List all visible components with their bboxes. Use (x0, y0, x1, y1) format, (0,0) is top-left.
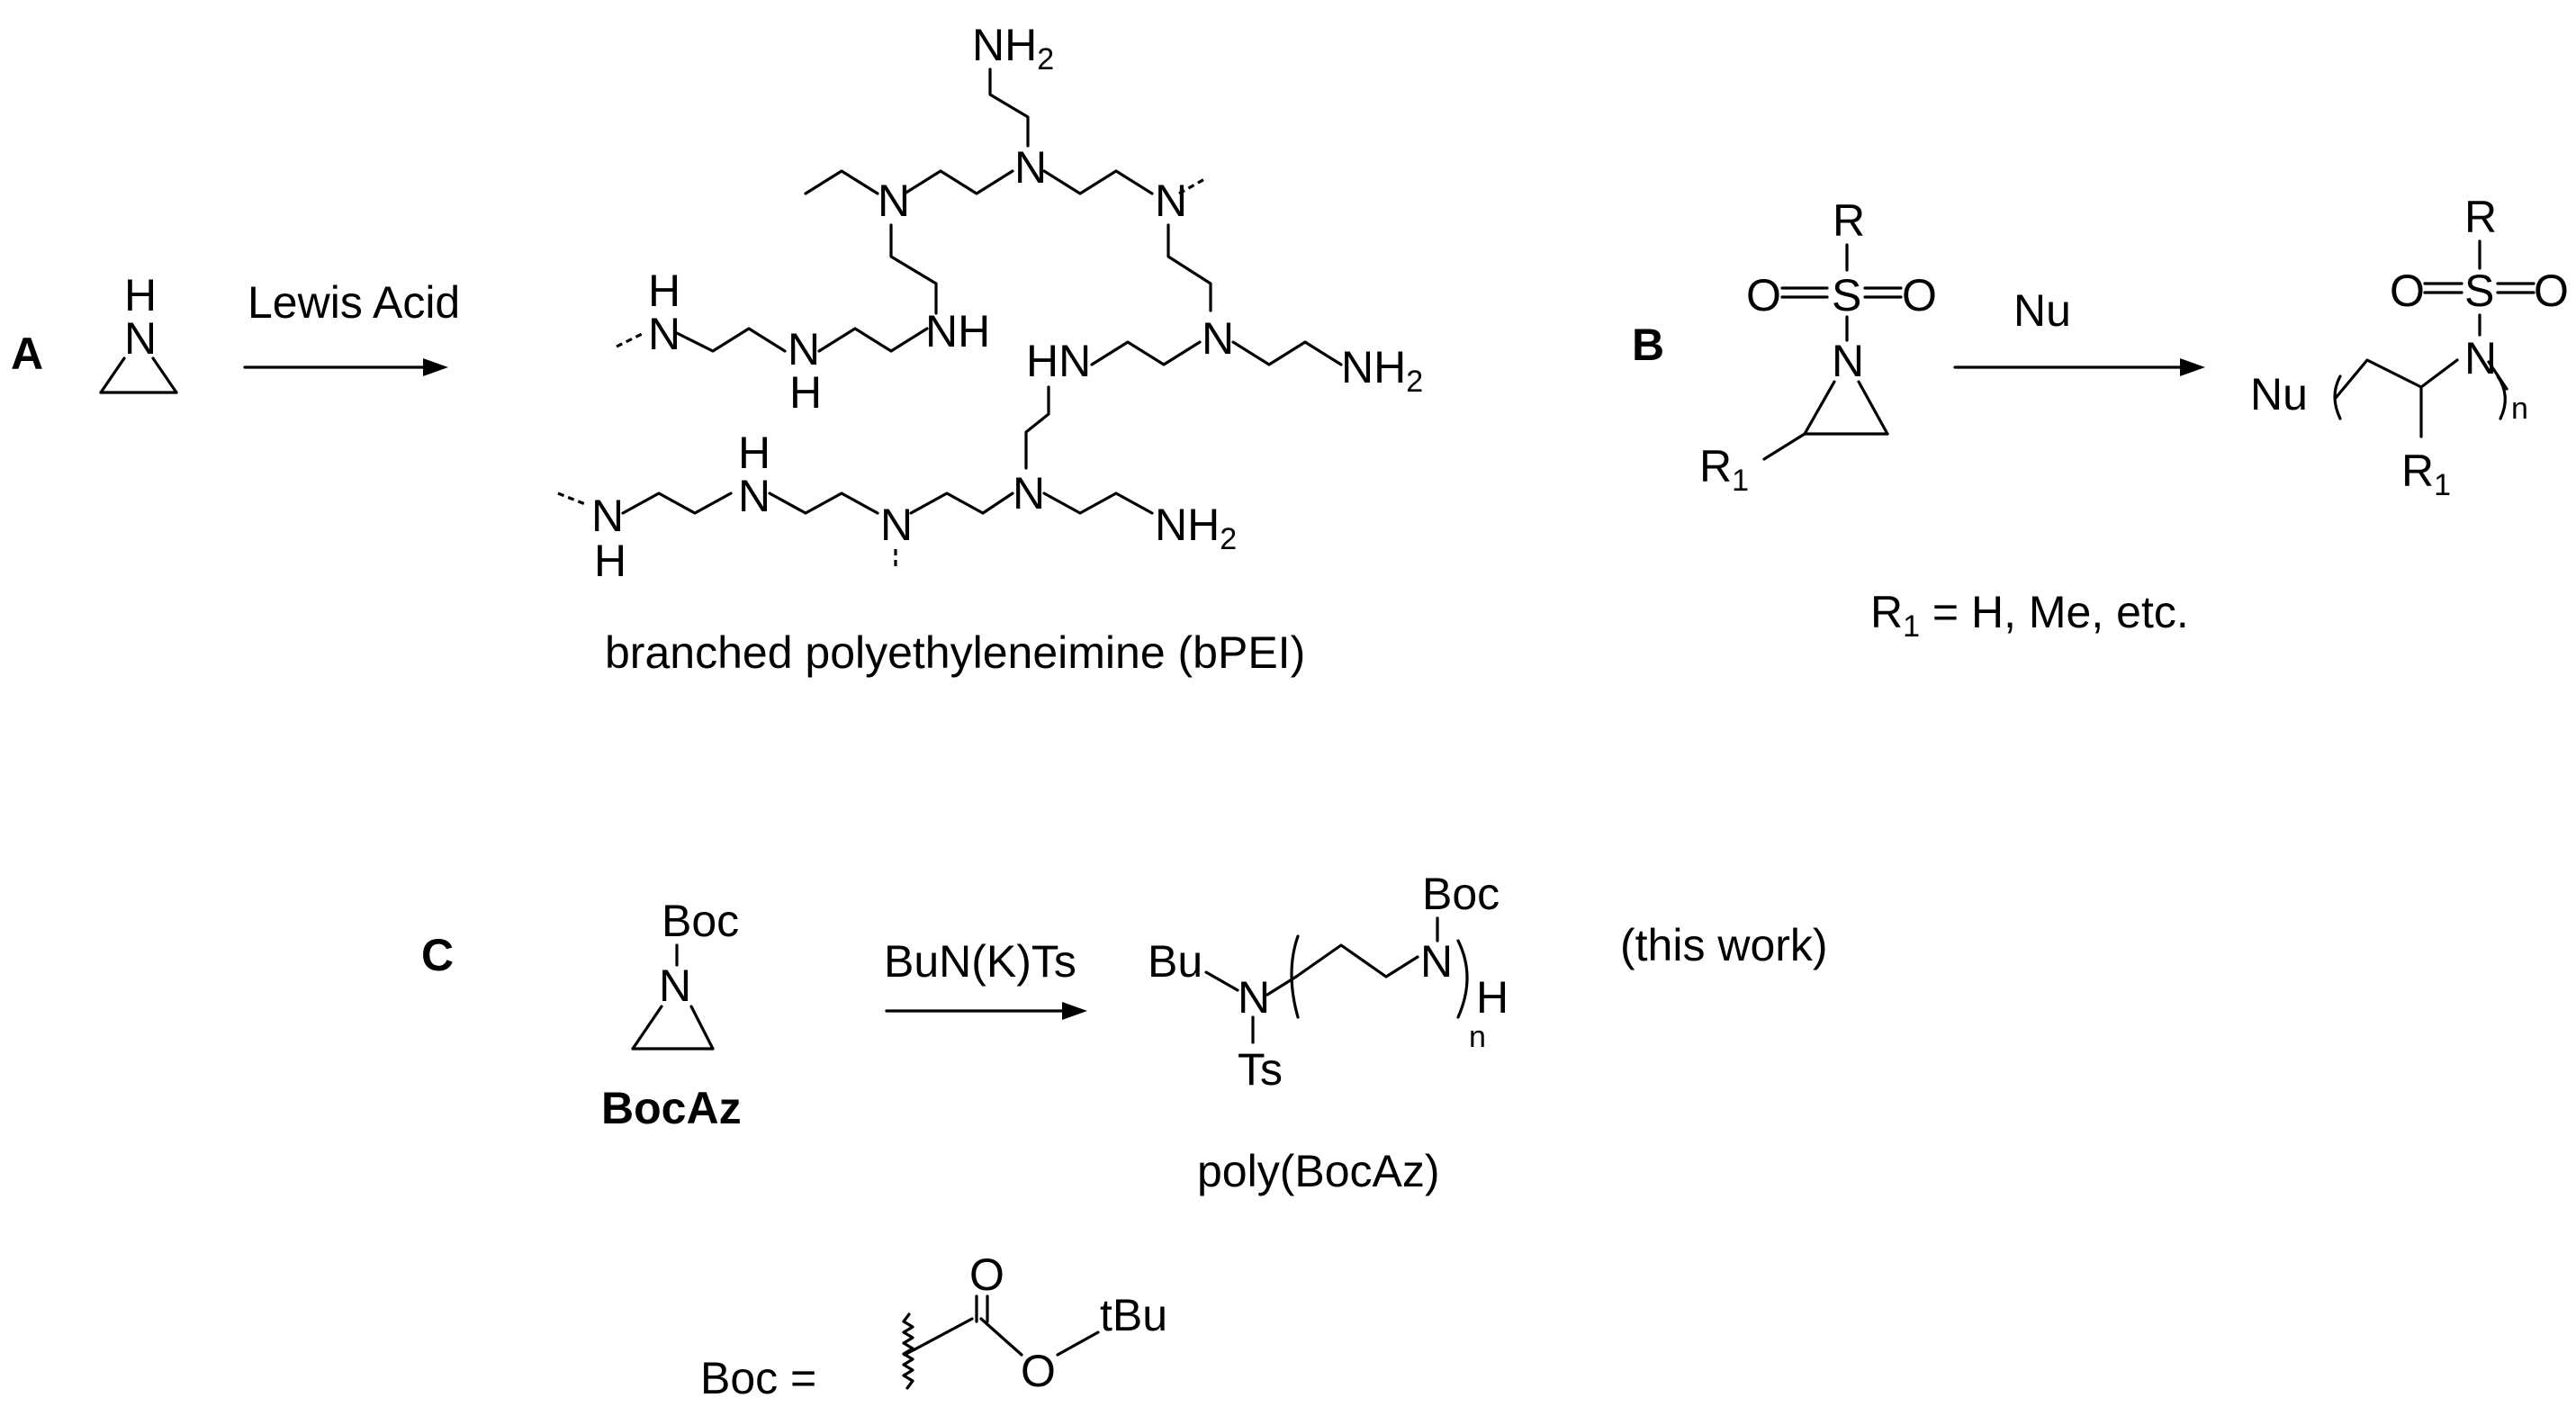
monomer-name-bocaz: BocAz (601, 1083, 742, 1133)
atom-label-r-product: R (2464, 192, 2497, 242)
atom-label-n-aziridine-b: N (1832, 336, 1864, 386)
atom-label-s: S (1832, 270, 1861, 320)
atom-label-o-right-product: O (2534, 266, 2569, 316)
atom-label-h-middle: H (648, 266, 680, 316)
note-this-work: (this work) (1620, 920, 1828, 970)
boc-group-structure: O O tBu (902, 1249, 1167, 1396)
atom-label-h-lower-2: H (738, 428, 770, 478)
panel-label-b: B (1632, 320, 1664, 370)
panel-label-a: A (11, 329, 43, 379)
boc-definition-label: Boc = (700, 1353, 816, 1403)
atom-label-n-right: N (1202, 313, 1234, 364)
reagent-lewis-acid: Lewis Acid (248, 277, 460, 328)
atom-label-n-middle-2: N (788, 324, 820, 374)
atom-label-nh2-top: NH2 (972, 20, 1054, 77)
atom-label-n-repeat: N (1420, 936, 1453, 987)
product-name-polybocaz: poly(BocAz) (1197, 1146, 1440, 1196)
atom-label-n-upper-3: N (1155, 176, 1187, 226)
atom-label-o-left: O (1746, 270, 1781, 320)
reaction-arrow-c (885, 1002, 1087, 1020)
atom-label-nu-product: Nu (2250, 369, 2308, 419)
reagent-nu: Nu (2013, 285, 2071, 336)
atom-label-n-lower-4: N (1013, 468, 1045, 519)
atom-label-n-lower-2: N (738, 471, 770, 521)
atom-label-nh2-right: NH2 (1341, 342, 1423, 399)
atom-label-r1-monomer: R1 (1699, 441, 1749, 498)
atom-label-n-terminal: N (1238, 972, 1270, 1023)
atom-label-o-left-product: O (2390, 266, 2425, 316)
panel-label-c: C (421, 930, 454, 980)
atom-label-nh-middle: NH (925, 306, 990, 356)
atom-label-r: R (1833, 195, 1865, 246)
atom-label-n-lower-1: N (591, 491, 624, 541)
atom-label-boc-product: Boc (1422, 869, 1500, 919)
atom-label-n-upper-2: N (1014, 142, 1047, 193)
atom-label-o-carbonyl: O (969, 1249, 1004, 1300)
atom-label-n-lower-3: N (880, 500, 913, 550)
polysulfonylaziridine-product: R O S O N Nu n R1 (2250, 192, 2569, 502)
atom-label-n: N (124, 313, 157, 364)
atom-label-n-bocaz: N (659, 961, 691, 1011)
atom-label-h: H (124, 270, 157, 320)
bpei-structure: NH2 N N N H N N H NH HN N NH2 N H (557, 20, 1423, 586)
reaction-arrow-b (1953, 358, 2205, 376)
atom-label-n-product-b: N (2464, 333, 2497, 383)
atom-label-n-upper-1: N (878, 176, 910, 226)
sulfonyl-aziridine-monomer: R O S O N R1 (1699, 195, 1937, 498)
atom-label-tbu: tBu (1100, 1290, 1167, 1340)
substituent-note: R1 = H, Me, etc. (1870, 587, 2189, 644)
reagent-bunkts: BuN(K)Ts (884, 936, 1076, 987)
polybocaz-product: Bu N Ts Boc N H n (1148, 869, 1509, 1095)
product-name-bpei: branched polyethyleneimine (bPEI) (605, 627, 1305, 678)
reaction-arrow-a (243, 358, 448, 376)
atom-label-r1-product: R1 (2401, 446, 2451, 502)
aziridine-monomer: H N (99, 270, 178, 394)
atom-label-o-ester: O (1021, 1346, 1056, 1396)
atom-label-h-middle-2: H (789, 367, 822, 418)
repeat-n-b: n (2511, 392, 2528, 426)
atom-label-hn-right: HN (1026, 336, 1091, 386)
atom-label-bu: Bu (1148, 936, 1202, 987)
atom-label-h-lower-1: H (594, 536, 626, 586)
repeat-n-c: n (1469, 1020, 1486, 1054)
atom-label-ts: Ts (1238, 1044, 1283, 1095)
atom-label-s-product: S (2464, 266, 2494, 316)
bocaz-monomer: Boc N (631, 896, 739, 1051)
atom-label-h-end: H (1476, 972, 1509, 1023)
atom-label-n-middle-1: N (648, 309, 680, 359)
atom-label-o-right: O (1902, 270, 1937, 320)
atom-label-boc-monomer: Boc (662, 896, 739, 946)
atom-label-nh2-lower: NH2 (1155, 500, 1237, 556)
